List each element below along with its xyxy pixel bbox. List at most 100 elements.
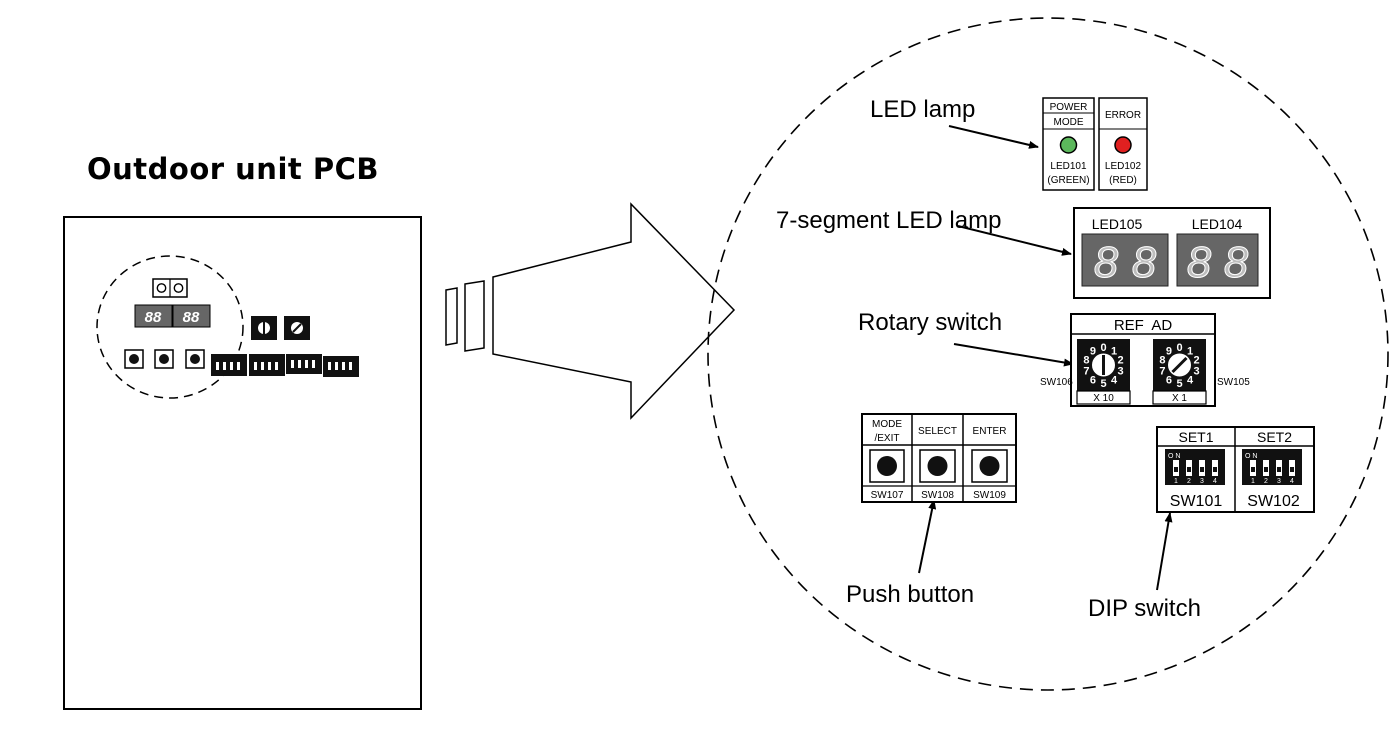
led105-display [1081,233,1169,287]
led102-color-label: (RED) [1109,175,1137,186]
push-button-panel: MODE /EXIT SELECT ENTER SW107 SW108 SW10… [861,413,1017,503]
sw101-toggle-knob-3 [1200,467,1204,472]
sw101-number-2: 2 [1187,478,1191,485]
rotary-x1-label: X 1 [1172,393,1187,404]
zoom-arrow [445,202,736,420]
rotary-x10-dial-digit-4: 4 [1111,375,1118,387]
led101-color-label: (GREEN) [1047,175,1089,186]
mode-exit-label-2: /EXIT [874,433,899,444]
sw102-number-3: 3 [1277,478,1281,485]
rotary-x10-dial-digit-5: 5 [1100,378,1106,390]
sw102-toggle-knob-2 [1264,467,1268,472]
red-led-lamp [1114,136,1132,154]
mini-dip-switches [211,354,359,377]
rotary-title: REF AD [1114,317,1173,334]
set1-label: SET1 [1178,429,1213,445]
led104-label: LED104 [1192,216,1243,232]
rotary-x10-dial-digit-1: 1 [1111,345,1117,357]
callout-seven-segment: 7-segment LED lamp [776,207,1001,234]
rotary-x1-dial-digit-5: 5 [1176,378,1182,390]
callout-push-button: Push button [846,581,974,608]
rotary-x1-dial-digit-3: 3 [1194,366,1200,378]
pcb-title: Outdoor unit PCB [87,152,379,186]
mode-exit-label-1: MODE [872,419,902,430]
rotary-x10-label: X 10 [1093,393,1114,404]
rotary-x1-dial-digit-4: 4 [1187,375,1194,387]
sw108-label: SW108 [921,490,954,501]
sw102-toggle-knob-1 [1251,467,1255,472]
sw105-label: SW105 [1217,377,1250,388]
mini-rotary-switches [251,316,310,340]
set2-label: SET2 [1257,429,1292,445]
sw102-number-2: 2 [1264,478,1268,485]
rotary-x10-dial-digit-6: 6 [1090,375,1096,387]
rotary-x10-dial-digit-7: 7 [1083,366,1089,378]
mini-seven-segment: 88 88 [134,304,211,328]
mode-exit-push-button[interactable] [869,449,905,483]
sw101-toggle-knob-1 [1174,467,1178,472]
callout-dip-switch: DIP switch [1088,595,1201,622]
rotary-x1-dial-digit-1: 1 [1187,345,1193,357]
rotary-x1-dial-digit-7: 7 [1159,366,1165,378]
sw101-toggle-knob-2 [1187,467,1191,472]
led104-digit-1: 8 [1187,238,1212,287]
sw106-label: SW106 [1040,377,1073,388]
select-label: SELECT [918,426,957,437]
rotary-x1-dial-digit-8: 8 [1159,354,1165,366]
led105-label: LED105 [1092,216,1143,232]
sw101-on-label: O N [1168,453,1180,460]
pcb-zoom-circle [96,255,244,399]
rotary-x1-dial-digit-0: 0 [1176,342,1182,354]
sw102-number-1: 1 [1251,478,1255,485]
mini-push-buttons [124,349,205,369]
mini-led-lamps [152,278,188,298]
sw109-label: SW109 [973,490,1006,501]
led104-digit-2: 8 [1224,238,1249,287]
sw101-label: SW101 [1170,493,1223,510]
led105-digit-2: 8 [1132,238,1157,287]
sw102-toggle-knob-3 [1277,467,1281,472]
callout-rotary-switch: Rotary switch [858,309,1002,336]
arrow-rotary-switch [953,343,1074,367]
rotary-x10-dial-digit-2: 2 [1118,354,1124,366]
error-label: ERROR [1105,110,1141,121]
led101-label: LED101 [1050,161,1087,172]
rotary-x1-dial-digit-6: 6 [1166,375,1172,387]
led-panel: POWER MODE LED101 (GREEN) ERROR LED102 (… [1042,97,1148,191]
sw102-number-4: 4 [1290,478,1294,485]
callout-arrows [918,125,1173,591]
green-led-lamp [1059,136,1078,154]
sw102-toggle-knob-4 [1290,467,1294,472]
svg-text:88: 88 [145,309,162,326]
pcb-board [63,216,422,710]
rotary-x10-dial-digit-9: 9 [1090,345,1096,357]
sw101-number-4: 4 [1213,478,1217,485]
sw101-number-3: 3 [1200,478,1204,485]
enter-label: ENTER [973,426,1007,437]
power-label: POWER [1050,102,1088,113]
sw107-label: SW107 [871,490,904,501]
arrow-seven-segment [957,225,1072,256]
arrow-push-button [918,499,937,574]
enter-push-button[interactable] [971,449,1008,483]
select-push-button[interactable] [919,449,956,483]
sw102-on-label: O N [1245,453,1257,460]
svg-text:88: 88 [183,309,200,326]
led104-display [1176,233,1259,287]
sw101-number-1: 1 [1174,478,1178,485]
rotary-x10-dial-digit-8: 8 [1083,354,1089,366]
rotary-x1-dial-digit-9: 9 [1166,345,1172,357]
rotary-x10-dial-digit-3: 3 [1118,366,1124,378]
arrow-dip-switch [1156,512,1173,591]
seven-segment-panel: LED105 LED104 8 8 8 8 [1073,207,1271,299]
mode-label: MODE [1054,117,1084,128]
arrow-led-lamp [948,125,1039,149]
rotary-x1-dial-digit-2: 2 [1194,354,1200,366]
detail-zoom-circle [707,17,1389,691]
